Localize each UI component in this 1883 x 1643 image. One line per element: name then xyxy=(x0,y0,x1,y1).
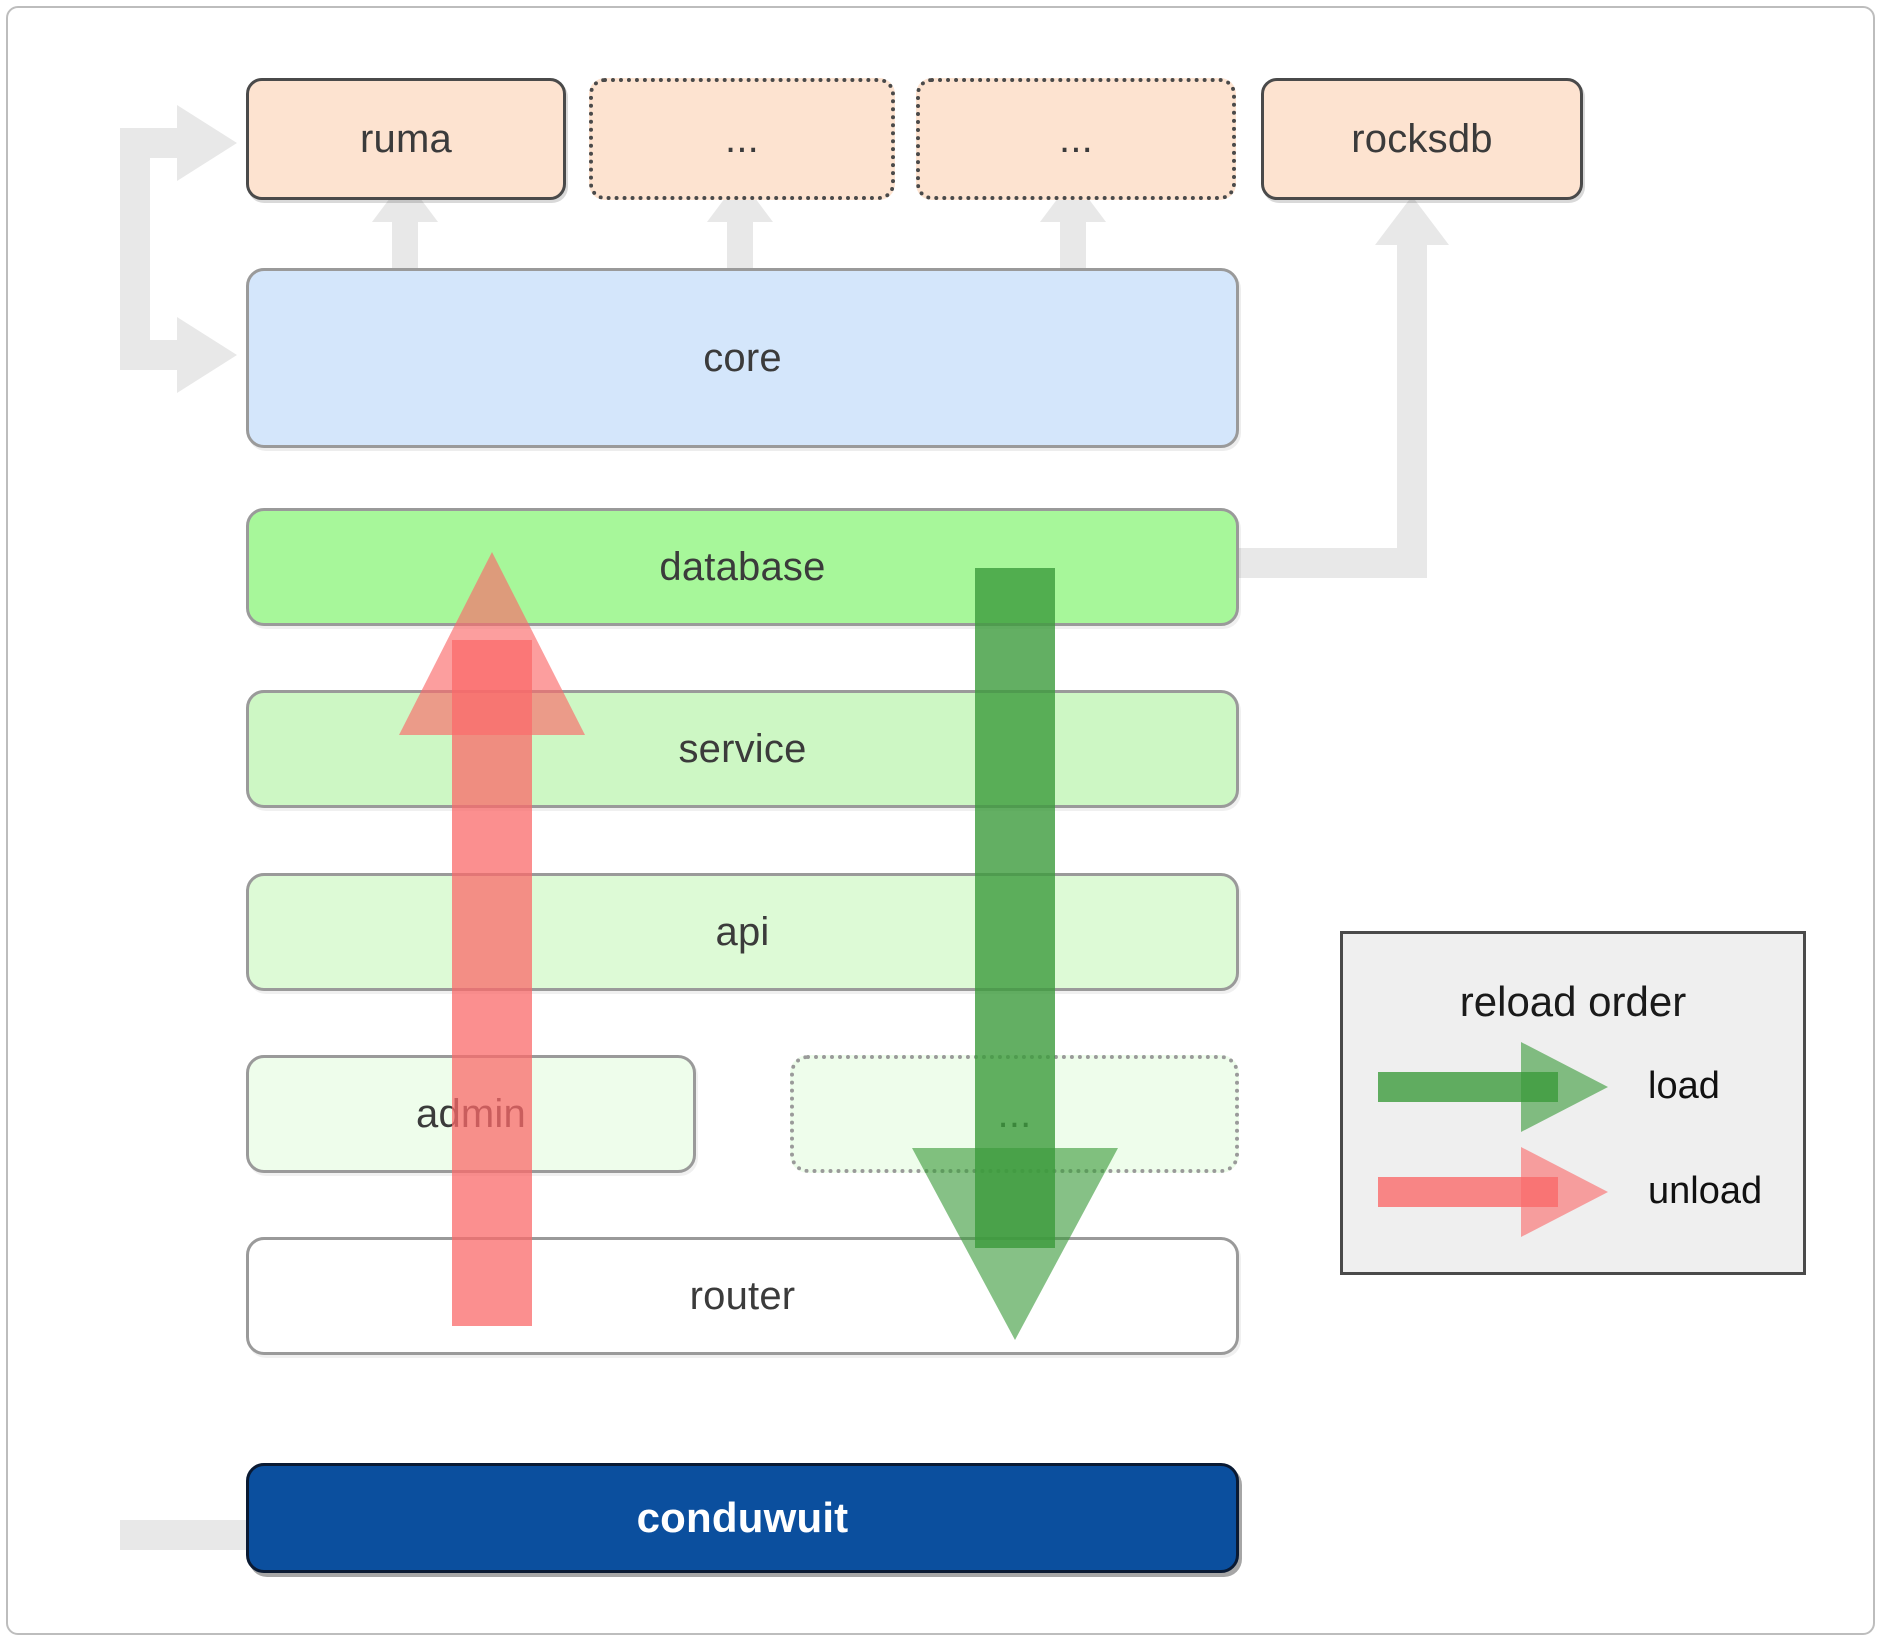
layer-label: service xyxy=(678,726,807,771)
binary-box-conduwuit[interactable]: conduwuit xyxy=(246,1463,1239,1573)
dependency-box-dots-1[interactable]: ... xyxy=(589,78,895,200)
layer-box-admin[interactable]: admin xyxy=(246,1055,696,1173)
layer-label: router xyxy=(689,1273,796,1318)
dependency-box-rocksdb[interactable]: rocksdb xyxy=(1261,78,1583,200)
layer-label: admin xyxy=(416,1091,526,1136)
layer-box-database[interactable]: database xyxy=(246,508,1239,626)
layer-box-router[interactable]: router xyxy=(246,1237,1239,1355)
dependency-label: ruma xyxy=(360,116,452,161)
legend-label-unload: unload xyxy=(1648,1170,1763,1212)
layer-label: ... xyxy=(997,1091,1032,1136)
layer-label: database xyxy=(659,544,826,589)
dependency-box-ruma[interactable]: ruma xyxy=(246,78,566,200)
legend-unload-arrow xyxy=(1378,1147,1608,1237)
layer-box-dots[interactable]: ... xyxy=(790,1055,1239,1173)
binary-label: conduwuit xyxy=(636,1494,849,1541)
core-label: core xyxy=(703,335,782,380)
dependency-box-dots-2[interactable]: ... xyxy=(916,78,1236,200)
legend-arrow-layer xyxy=(1378,1042,1608,1237)
layer-box-api[interactable]: api xyxy=(246,873,1239,991)
dependency-label: rocksdb xyxy=(1351,116,1493,161)
layer-box-service[interactable]: service xyxy=(246,690,1239,808)
legend-label-load: load xyxy=(1648,1065,1720,1107)
legend-load-arrow xyxy=(1378,1042,1608,1132)
dependency-label: ... xyxy=(725,116,759,161)
dependency-label: ... xyxy=(1059,116,1093,161)
core-box[interactable]: core xyxy=(246,268,1239,448)
legend-panel: reload order load unload xyxy=(1340,931,1806,1275)
layer-label: api xyxy=(715,909,770,954)
legend-title: reload order xyxy=(1459,978,1687,1025)
